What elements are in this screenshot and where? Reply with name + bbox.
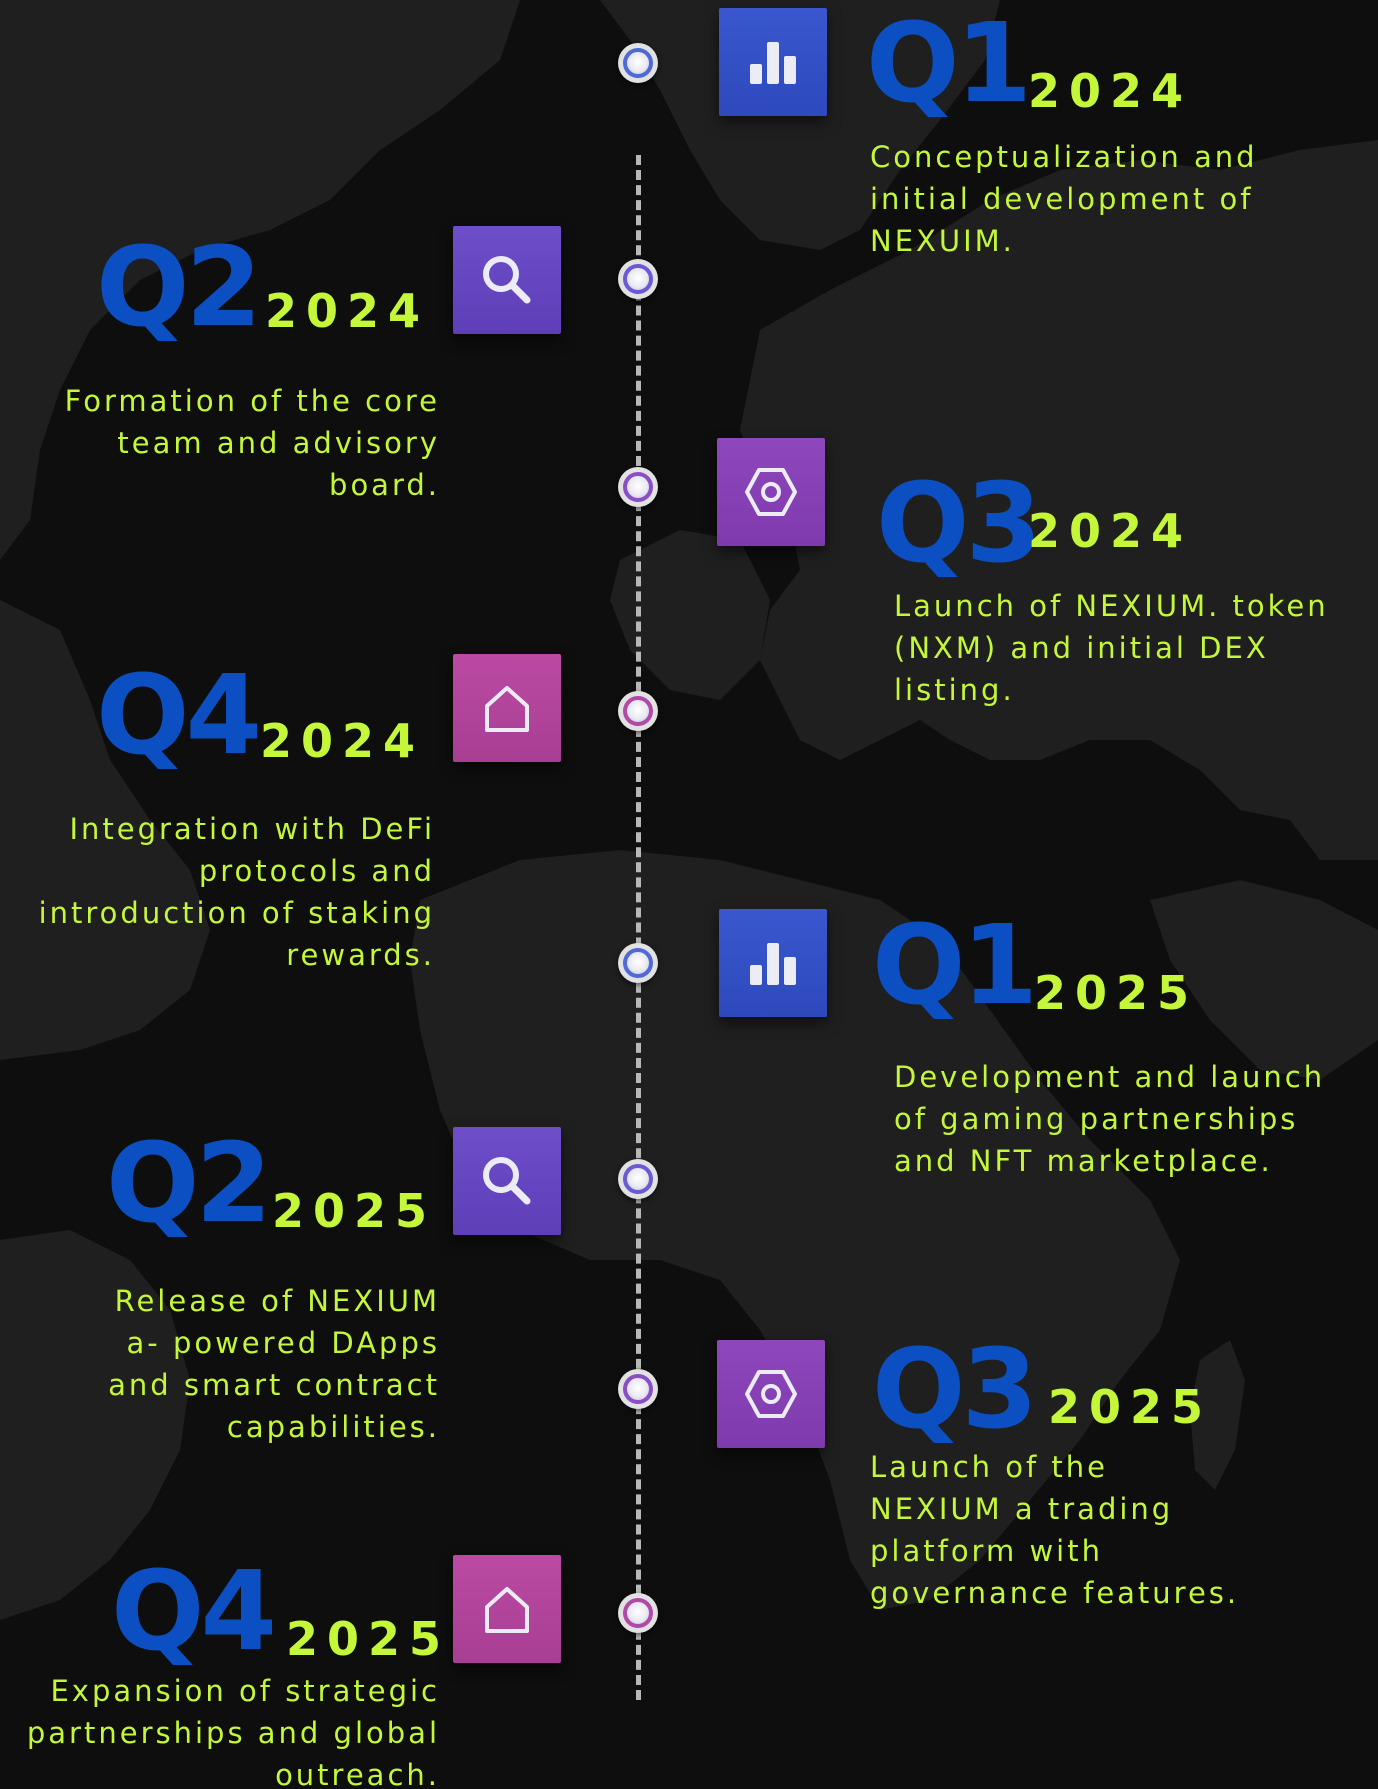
description-line: NEXIUM a trading bbox=[870, 1492, 1174, 1526]
year-label: 2025 bbox=[1034, 966, 1199, 1020]
quarter-label: Q2 bbox=[106, 1119, 272, 1247]
quarter-label: Q4 bbox=[111, 1547, 277, 1675]
description-line: of gaming partnerships bbox=[894, 1102, 1299, 1136]
milestone-description: Development and launch of gaming partner… bbox=[894, 1056, 1325, 1182]
quarter-label: Q3 bbox=[872, 1325, 1038, 1453]
description-line: Development and launch bbox=[894, 1060, 1326, 1094]
description-line: rewards. bbox=[286, 938, 435, 972]
node-ring bbox=[623, 696, 653, 726]
description-line: Launch of NEXIUM. token bbox=[894, 589, 1329, 623]
milestone-description: Integration with DeFi protocols and intr… bbox=[39, 808, 435, 976]
bar-chart-glyph bbox=[750, 943, 796, 985]
home-icon bbox=[453, 654, 561, 762]
bar-chart-icon bbox=[719, 909, 827, 1017]
node-ring bbox=[623, 1598, 653, 1628]
description-line: (NXM) and initial DEX bbox=[894, 631, 1269, 665]
year-label: 2025 bbox=[272, 1184, 437, 1238]
year-label: 2025 bbox=[1048, 1380, 1213, 1434]
home-icon bbox=[453, 1555, 561, 1663]
description-line: NEXUIM. bbox=[870, 224, 1015, 258]
year-label: 2025 bbox=[286, 1612, 451, 1666]
description-line: protocols and bbox=[198, 854, 435, 888]
timeline-node bbox=[618, 43, 658, 83]
timeline-node bbox=[618, 259, 658, 299]
node-ring bbox=[623, 948, 653, 978]
home-glyph bbox=[485, 1587, 529, 1633]
quarter-label: Q3 bbox=[876, 459, 1042, 587]
description-line: capabilities. bbox=[226, 1410, 440, 1444]
description-line: and NFT marketplace. bbox=[894, 1144, 1273, 1178]
description-line: and smart contract bbox=[108, 1368, 440, 1402]
milestone-description: Launch of NEXIUM. token (NXM) and initia… bbox=[894, 585, 1329, 711]
year-label: 2024 bbox=[1028, 64, 1193, 118]
bar-chart-icon bbox=[719, 8, 827, 116]
search-icon bbox=[453, 1127, 561, 1235]
description-line: Expansion of strategic bbox=[50, 1674, 440, 1708]
quarter-label: Q4 bbox=[96, 651, 262, 779]
search-icon bbox=[453, 226, 561, 334]
timeline-node bbox=[618, 943, 658, 983]
year-label: 2024 bbox=[265, 284, 430, 338]
description-line: Conceptualization and bbox=[870, 140, 1258, 174]
search-glyph bbox=[483, 256, 531, 304]
year-label: 2024 bbox=[260, 714, 425, 768]
hex-nut-glyph bbox=[745, 1370, 797, 1418]
description-line: initial development of bbox=[870, 182, 1254, 216]
milestone-description: Expansion of strategic partnerships and … bbox=[27, 1670, 440, 1789]
description-line: Release of NEXIUM bbox=[114, 1284, 440, 1318]
description-line: governance features. bbox=[870, 1576, 1240, 1610]
node-ring bbox=[623, 48, 653, 78]
description-line: a- powered DApps bbox=[126, 1326, 440, 1360]
description-line: partnerships and global bbox=[26, 1716, 440, 1750]
timeline-node bbox=[618, 1369, 658, 1409]
bar-chart-glyph bbox=[750, 42, 796, 84]
milestone-description: Conceptualization and initial developmen… bbox=[870, 136, 1258, 262]
year-label: 2024 bbox=[1028, 504, 1193, 558]
description-line: team and advisory bbox=[117, 426, 440, 460]
node-ring bbox=[623, 264, 653, 294]
search-glyph bbox=[483, 1157, 531, 1205]
milestone-description: Release of NEXIUM a- powered DApps and s… bbox=[108, 1280, 440, 1448]
description-line: Formation of the core bbox=[64, 384, 440, 418]
home-glyph bbox=[485, 686, 529, 732]
description-line: Integration with DeFi bbox=[69, 812, 435, 846]
hex-nut-icon bbox=[717, 438, 825, 546]
node-ring bbox=[623, 1374, 653, 1404]
timeline-node bbox=[618, 1159, 658, 1199]
description-line: Launch of the bbox=[870, 1450, 1108, 1484]
node-ring bbox=[623, 472, 653, 502]
quarter-label: Q1 bbox=[866, 0, 1032, 127]
timeline-node bbox=[618, 691, 658, 731]
timeline-node bbox=[618, 467, 658, 507]
description-line: board. bbox=[329, 468, 440, 502]
quarter-label: Q1 bbox=[872, 901, 1038, 1029]
timeline-dashed-line bbox=[636, 155, 641, 1700]
milestone-description: Launch of the NEXIUM a trading platform … bbox=[870, 1446, 1239, 1614]
node-ring bbox=[623, 1164, 653, 1194]
description-line: listing. bbox=[894, 673, 1015, 707]
description-line: outreach. bbox=[275, 1758, 440, 1789]
milestone-description: Formation of the core team and advisory … bbox=[65, 380, 440, 506]
description-line: introduction of staking bbox=[38, 896, 435, 930]
quarter-label: Q2 bbox=[96, 223, 262, 351]
hex-nut-glyph bbox=[745, 468, 797, 516]
description-line: platform with bbox=[870, 1534, 1103, 1568]
hex-nut-icon bbox=[717, 1340, 825, 1448]
timeline-node bbox=[618, 1593, 658, 1633]
